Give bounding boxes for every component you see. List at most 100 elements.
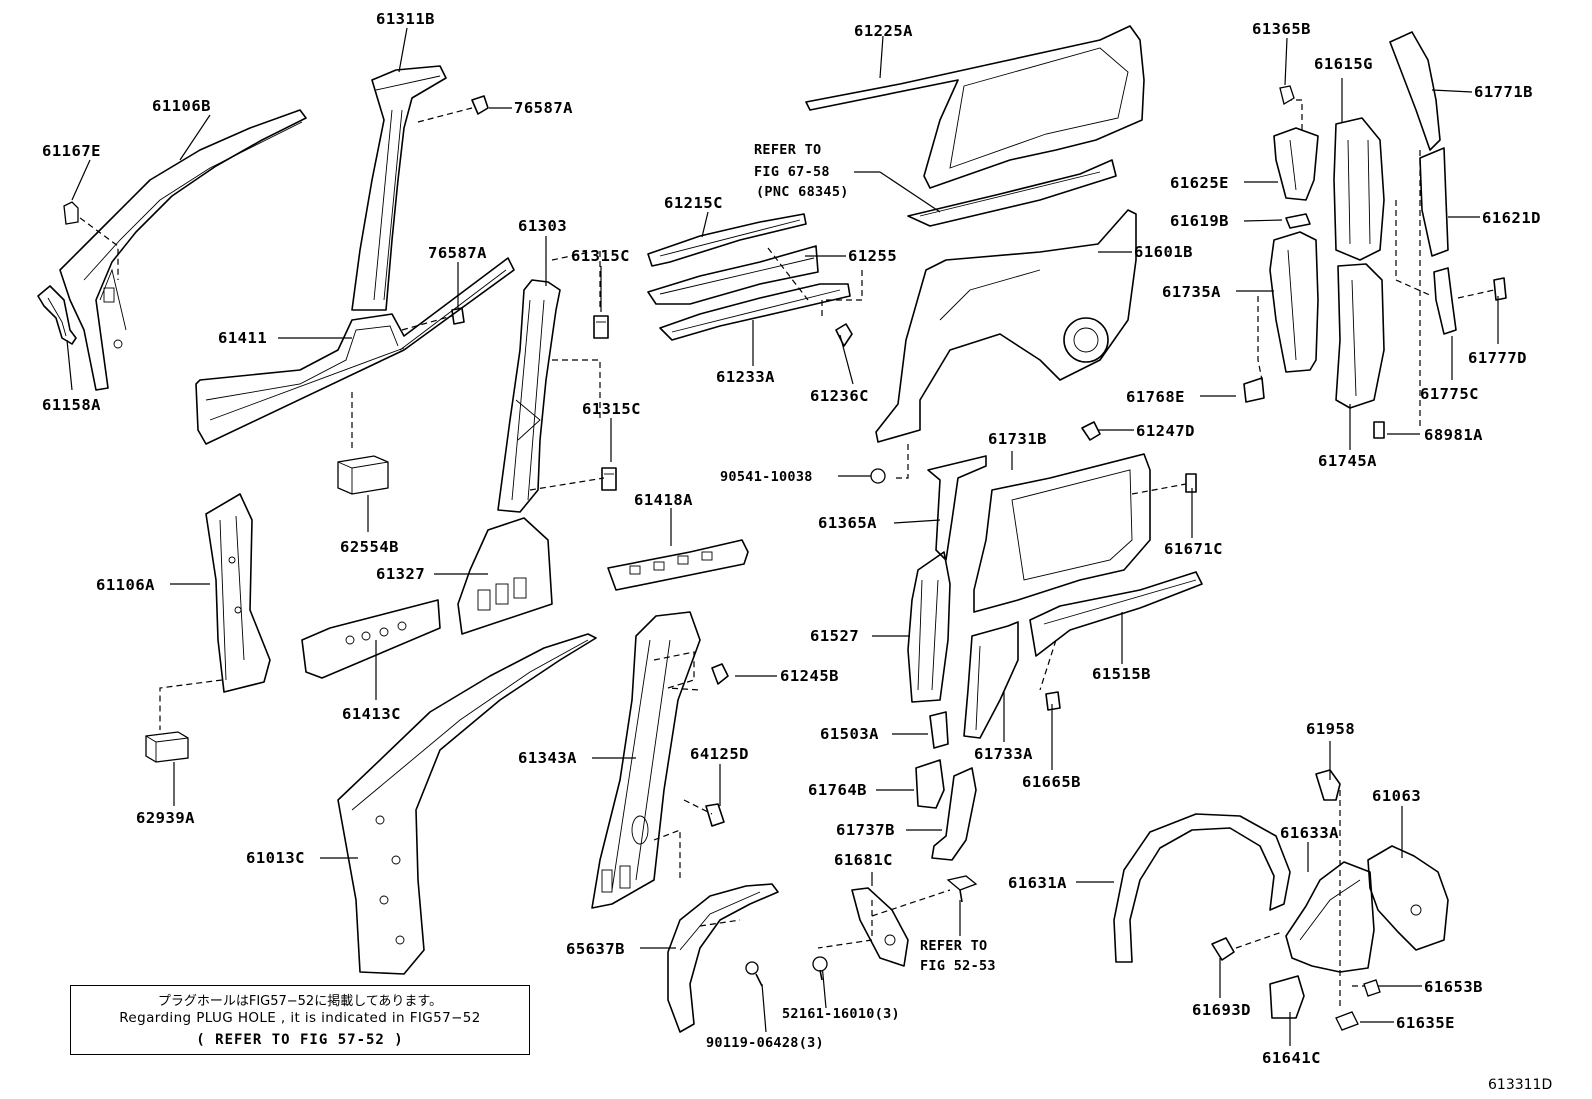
part-label: 61958 <box>1306 720 1356 738</box>
part-label: 52161-16010(3) <box>782 1006 900 1022</box>
part-label: 61733A <box>974 745 1033 763</box>
part-61527-pillar-panel <box>907 551 951 703</box>
part-label: 61411 <box>218 329 268 347</box>
refer-note-line: FIG 67-58 <box>754 164 830 180</box>
part-64125D-bracket <box>705 803 725 827</box>
part-refer-sill-panel <box>907 159 1117 227</box>
part-label: 61233A <box>716 368 775 386</box>
part-label: 61515B <box>1092 665 1151 683</box>
part-61063-extension <box>1367 845 1449 951</box>
part-61411-rocker-panel <box>195 257 515 445</box>
refer-note-line: REFER TO <box>920 938 988 954</box>
part-61315C-clip-lower <box>601 467 617 491</box>
part-61635E-clip <box>1335 1011 1359 1031</box>
part-61245B-clip <box>711 663 729 685</box>
part-label: 61365A <box>818 514 877 532</box>
part-label: 61681C <box>834 851 893 869</box>
part-61775C-pillar-brace <box>1433 267 1457 335</box>
part-61247D-clip <box>1081 421 1101 441</box>
part-label: 61413C <box>342 705 401 723</box>
part-label: 61311B <box>376 10 435 28</box>
part-61418A-rocker-reinforcement <box>607 539 749 591</box>
part-61327-lower-bracket <box>457 517 553 635</box>
part-65637B-wheel-liner <box>667 883 779 1033</box>
part-61771B-back-pillar-outer <box>1389 31 1441 151</box>
refer-note-line: FIG 52-53 <box>920 958 996 974</box>
part-label: 64125D <box>690 745 749 763</box>
part-label: 61255 <box>848 247 898 265</box>
note-japanese-text: プラグホールはFIG57−52に掲載してあります。 <box>157 994 443 1009</box>
part-61013C-front-pillar-inner <box>337 633 597 975</box>
part-label: 76587A <box>514 99 573 117</box>
part-61615G-back-pillar <box>1333 117 1385 261</box>
part-label: 61671C <box>1164 540 1223 558</box>
part-label: 61327 <box>376 565 426 583</box>
part-label: 61503A <box>820 725 879 743</box>
part-label: 61167E <box>42 142 101 160</box>
part-label: 61764B <box>808 781 867 799</box>
part-61225A-roof-side-rail <box>805 25 1145 189</box>
diagram-code: 613311D <box>1488 1077 1553 1093</box>
part-90541-nut <box>870 468 886 484</box>
leader-lines <box>66 27 1499 1046</box>
part-label: 61665B <box>1022 773 1081 791</box>
part-61255-rail-panel <box>647 245 819 305</box>
part-label: 61343A <box>518 749 577 767</box>
part-61215C-roof-rail-reinforcement <box>647 213 807 267</box>
part-label: 61013C <box>246 849 305 867</box>
part-62554B-block <box>337 455 389 495</box>
part-label: 61625E <box>1170 174 1229 192</box>
part-61625E-pillar-upper-rear <box>1273 127 1319 201</box>
part-61343A-center-pillar-lower <box>591 611 701 909</box>
part-61236C-clip <box>835 323 853 347</box>
part-label: 61106A <box>96 576 155 594</box>
part-61693D-clip <box>1211 937 1235 961</box>
part-76587A-patch-lower <box>451 307 465 325</box>
part-61681C-bracket <box>851 887 909 967</box>
dashed-assembly-lines <box>71 99 1495 1010</box>
part-label: 61236C <box>810 387 869 405</box>
part-61601B-quarter-panel-inner <box>875 209 1137 443</box>
part-61311B-center-pillar-upper <box>351 65 447 311</box>
part-61731B-quarter-frame <box>973 453 1151 613</box>
part-61303-center-pillar-inner <box>497 279 561 513</box>
part-61958-clip <box>1315 769 1341 801</box>
part-61777D-pad <box>1493 277 1507 301</box>
part-label: 61771B <box>1474 83 1533 101</box>
part-label: 61158A <box>42 396 101 414</box>
part-61515B-sill-rear <box>1029 571 1203 657</box>
part-label: 65637B <box>566 940 625 958</box>
part-90119-bolt <box>745 961 763 987</box>
part-61633A-wheel-house-inner <box>1285 861 1375 973</box>
part-label: 61106B <box>152 97 211 115</box>
part-61671C-pad <box>1185 473 1197 493</box>
part-label: 61635E <box>1396 1014 1455 1032</box>
part-refer-fastener <box>946 875 978 903</box>
plug-hole-note-box: プラグホールはFIG57−52に掲載してあります。 Regarding PLUG… <box>70 985 530 1055</box>
part-61503A-patch <box>929 711 949 749</box>
part-label: 62939A <box>136 809 195 827</box>
part-61365A-brace <box>927 455 987 561</box>
part-61106A-pillar-reinforcement <box>205 493 271 693</box>
part-61768E-clip <box>1243 377 1265 403</box>
part-label: 61693D <box>1192 1001 1251 1019</box>
part-label: 61777D <box>1468 349 1527 367</box>
part-label: 90119-06428(3) <box>706 1035 824 1051</box>
part-label: 61653B <box>1424 978 1483 996</box>
part-61167E-clip <box>63 201 79 225</box>
part-label: 61245B <box>780 667 839 685</box>
part-label: 61731B <box>988 430 1047 448</box>
part-61106B-front-pillar <box>59 109 307 391</box>
part-label: 61735A <box>1162 283 1221 301</box>
part-61745A-pillar-lower-inner <box>1335 263 1385 409</box>
note-refer-text: ( REFER TO FIG 57-52 ) <box>196 1032 404 1048</box>
part-label: 61737B <box>836 821 895 839</box>
part-label: 62554B <box>340 538 399 556</box>
part-61365B-clip <box>1279 85 1295 106</box>
part-68981A-pad <box>1373 421 1385 439</box>
part-label: 61601B <box>1134 243 1193 261</box>
part-label: 61247D <box>1136 422 1195 440</box>
part-label: 61315C <box>582 400 641 418</box>
